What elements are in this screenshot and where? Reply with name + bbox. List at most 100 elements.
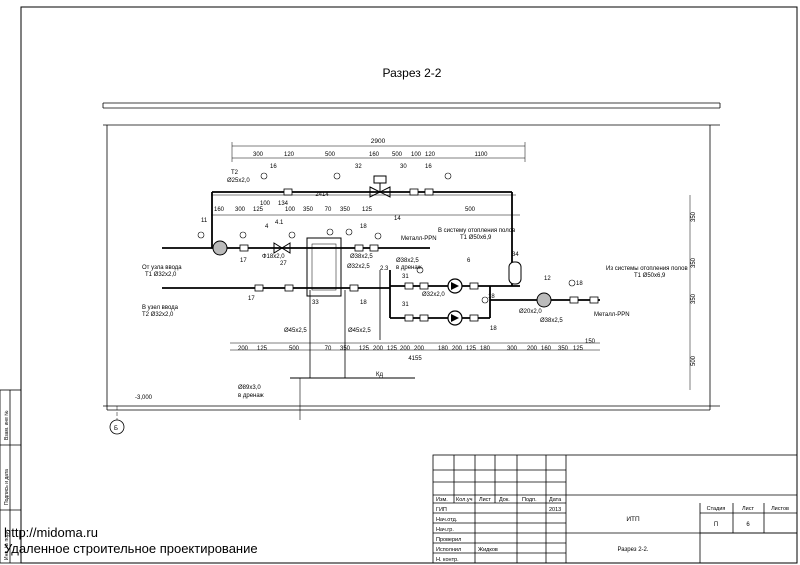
- dim: 180: [438, 346, 449, 352]
- dim-mid: 2414: [315, 192, 329, 198]
- dim: 120: [425, 152, 436, 158]
- dim: 300: [253, 152, 264, 158]
- pos: 16: [270, 164, 277, 170]
- pos: 18: [360, 300, 367, 306]
- pos: 11: [201, 218, 208, 224]
- pos: 17: [248, 296, 255, 302]
- dim: 500: [289, 346, 300, 352]
- position-numbers: 16 32 30 16 11 4 4.1 14 12 18 18 17 17 2…: [201, 164, 583, 332]
- stamp-label: Взам. инв №: [4, 410, 10, 440]
- label: Т1 Ø50x6,9: [634, 273, 666, 279]
- dim: 125: [253, 207, 264, 213]
- pos: 18: [360, 224, 367, 230]
- dim-overall: 2900: [371, 138, 386, 145]
- tb-header: Подп.: [522, 497, 537, 503]
- level-mark: -3,000: [135, 395, 153, 401]
- dim: 160: [214, 207, 225, 213]
- label: Ø45x2,5: [348, 328, 371, 334]
- dim: 350: [303, 207, 314, 213]
- stamp-label: Инв. № подл.: [4, 529, 10, 560]
- tb-stage-label: Стадия: [707, 506, 726, 512]
- dim: 180: [480, 346, 491, 352]
- pos: 32: [355, 164, 362, 170]
- label: Ø32x2,0: [422, 292, 445, 298]
- heat-exchanger-plates: [311, 243, 337, 291]
- tb-sheet-label: Лист: [742, 506, 754, 512]
- dim: 125: [362, 207, 373, 213]
- heat-exchanger: [306, 237, 342, 297]
- tb-role: Нач.отд.: [436, 517, 458, 523]
- label: Из системы отопления полов: [606, 266, 688, 272]
- tb-role: Нач.гр.: [436, 527, 454, 533]
- title-block: [432, 454, 798, 564]
- dim: 160: [541, 346, 552, 352]
- stamp-label: Подпись и дата: [4, 469, 10, 505]
- dim: 125: [387, 346, 398, 352]
- label: Т2: [231, 170, 239, 176]
- dim: 100: [411, 152, 422, 158]
- label: Т2 Ø32x2,0: [142, 312, 174, 318]
- title-block-headers: Изм. Кол.уч Лист Док. Подп. Дата: [436, 497, 562, 503]
- dim: 350: [558, 346, 569, 352]
- label: Ø38x2,5: [396, 258, 419, 264]
- dim-row-2: 160 300 125 100 134 100 350 70 350 125 5…: [214, 201, 476, 213]
- tb-header: Кол.уч: [456, 497, 473, 503]
- drawing-title: Разрез 2-2: [383, 66, 442, 80]
- label: В систему отопления полов: [438, 228, 515, 234]
- pos: 18: [490, 326, 497, 332]
- title-block-roles: ГИП Нач.отд. Нач.гр. Проверил Исполнил Н…: [436, 507, 461, 563]
- dim: 300: [507, 346, 518, 352]
- side-stamp: [0, 389, 22, 564]
- dim: 200: [527, 346, 538, 352]
- dim: 70: [325, 207, 332, 213]
- pos: 34: [512, 252, 519, 258]
- tb-project: ИТП: [626, 516, 640, 523]
- tb-role: Проверил: [436, 537, 461, 543]
- pos: 6: [467, 258, 471, 264]
- dim: 350: [340, 207, 351, 213]
- dim: 134: [278, 201, 289, 207]
- pos: 30: [400, 164, 407, 170]
- label: Металл-PPN: [594, 312, 630, 318]
- pos: 4: [265, 224, 269, 230]
- label: Ø32x2,5: [347, 264, 370, 270]
- dim: 125: [573, 346, 584, 352]
- label: Металл-PPN: [401, 236, 437, 242]
- dim: 500: [691, 355, 697, 366]
- pos: 4.1: [275, 220, 284, 226]
- filter-icon: [536, 292, 552, 308]
- label: Ø20x2,0: [519, 309, 542, 315]
- label: Ø38x2,5: [350, 254, 373, 260]
- pos: 14: [394, 216, 401, 222]
- pump-icon: [447, 310, 463, 326]
- pos: 12: [544, 276, 551, 282]
- dim-row-1: 300 120 500 160 500 100 120 1100: [253, 152, 488, 158]
- dim: 120: [284, 152, 295, 158]
- dim-right: 350 350 350 500: [691, 211, 697, 366]
- building-outline: [102, 102, 721, 411]
- dim: 350: [691, 257, 697, 268]
- pos: 33: [312, 300, 319, 306]
- control-valve-icon: [369, 175, 391, 198]
- tb-header: Лист: [479, 497, 491, 503]
- dim: 350: [691, 211, 697, 222]
- watermark-text: Удаленное строительное проектирование: [4, 541, 258, 556]
- dimension-lines: [211, 142, 691, 390]
- label: Ø38x2,5: [540, 318, 563, 324]
- pos: 31: [402, 302, 409, 308]
- label: В узел ввода: [142, 305, 179, 311]
- label: Кд: [376, 372, 383, 378]
- tb-author: Жидков: [478, 547, 498, 553]
- filter-icon: [212, 240, 228, 256]
- tb-role: Н. контр.: [436, 557, 459, 563]
- dim: 1100: [475, 152, 489, 158]
- label: 2.3: [380, 266, 389, 272]
- sheet-frame: [20, 6, 798, 564]
- axis-label: Б: [114, 426, 118, 432]
- tb-sheet-title: Разрез 2-2.: [617, 547, 648, 553]
- pipe-labels: Т2 Ø25x2,0 От узла ввода Т1 Ø32x2,0 В уз…: [114, 170, 688, 432]
- pos: 27: [280, 261, 287, 267]
- dim: 160: [369, 152, 380, 158]
